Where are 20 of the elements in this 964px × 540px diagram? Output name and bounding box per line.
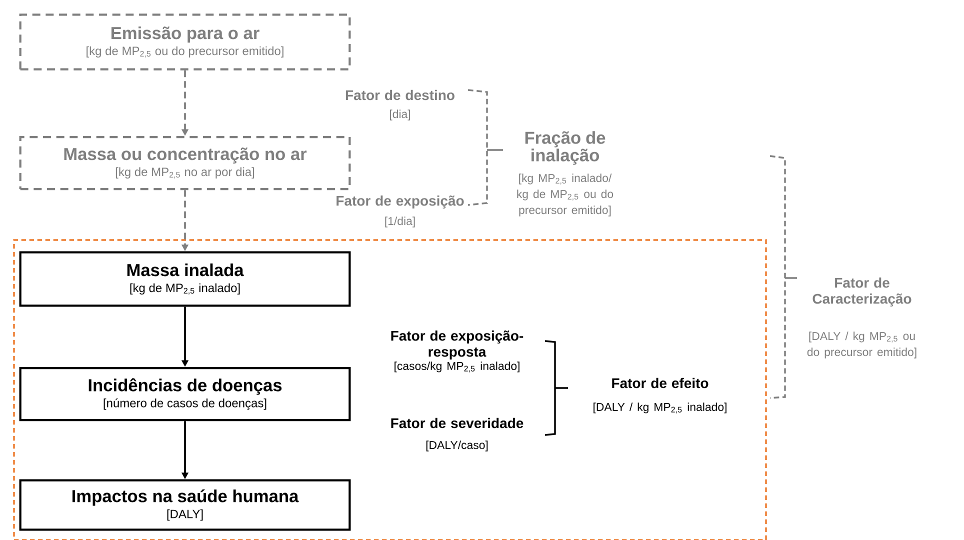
label-heading: Fator de efeito: [612, 378, 708, 388]
unit-label: [1/dia]: [385, 216, 415, 228]
container-box: [13, 239, 767, 540]
label-heading: Fator de severidade: [391, 418, 524, 428]
process-box: Impactos na saúde humana [DALY]: [19, 479, 351, 531]
unit-label: [DALY/caso]: [426, 440, 488, 452]
process-box: Massa inalada [kg de MP$_{2,5}$ inalado]: [19, 251, 351, 307]
label-heading: Fração de inalação: [525, 131, 606, 165]
unit-label: [DALY / kg MP$_{2,5}$ ou do precursor emitido]: [807, 332, 916, 358]
unit-label: [dia]: [390, 110, 410, 120]
label-heading: Fator de destino: [346, 90, 454, 100]
process-box: Incidências de doenças [número de casos de doenças]: [19, 366, 351, 422]
unit-label: [casos/kg MP$_{2,5}$ inalado]: [394, 362, 520, 372]
process-box: Emissão para o ar [kg de MP$_{2,5}$ ou do precursor emitido]: [19, 14, 351, 70]
unit-label: [DALY / kg MP$_{2,5}$ inalado]: [594, 402, 726, 414]
label-heading: Fator de exposição-resposta: [391, 330, 524, 360]
label-heading: Fator de Caracterização: [812, 277, 912, 307]
unit-label: [kg MP$_{2,5}$ inalado/ kg de MP$_{2,5}$ ou do precursor emitido]: [517, 174, 614, 216]
process-box: Massa ou concentração no ar [kg de MP$_{2,5}$ no ar por dia]: [19, 136, 351, 190]
label-heading: Fator de exposição: [336, 195, 464, 209]
